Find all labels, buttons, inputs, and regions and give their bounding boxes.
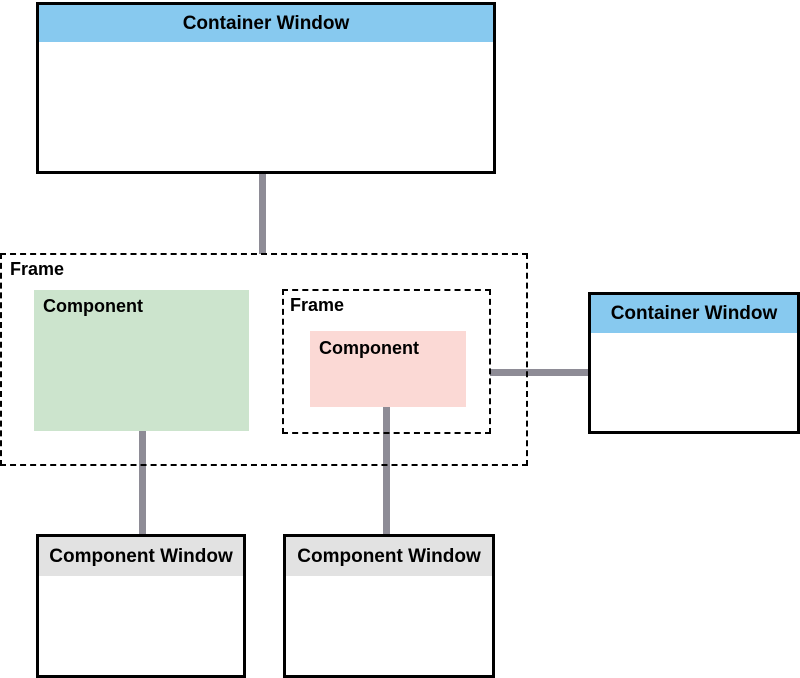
connector-left-component-to-window (139, 431, 146, 536)
connector-top-window-to-frame (259, 172, 266, 254)
right-component-window: Component Window (283, 534, 495, 678)
left-component-window-titlebar: Component Window (39, 537, 243, 576)
right-component-label: Component (319, 338, 419, 358)
right-container-window-title: Container Window (610, 303, 778, 324)
left-component-window: Component Window (36, 534, 246, 678)
outer-frame-label: Frame (10, 259, 65, 279)
right-container-window-titlebar: Container Window (591, 295, 797, 333)
top-container-window-title: Container Window (182, 12, 350, 34)
right-component: Component (310, 331, 466, 407)
left-component-window-title: Component Window (49, 545, 233, 567)
right-container-window: Container Window (588, 292, 800, 434)
inner-frame (282, 289, 491, 434)
top-container-window-titlebar: Container Window (39, 5, 493, 42)
outer-frame (0, 253, 528, 466)
connector-right-component-to-window (383, 406, 390, 536)
left-component-label: Component (43, 296, 143, 316)
top-container-window: Container Window (36, 2, 496, 174)
connector-inner-frame-to-right-window (490, 369, 591, 376)
inner-frame-label: Frame (290, 295, 345, 315)
right-component-window-title: Component Window (297, 545, 481, 567)
left-component: Component (34, 290, 249, 431)
right-component-window-titlebar: Component Window (286, 537, 492, 576)
